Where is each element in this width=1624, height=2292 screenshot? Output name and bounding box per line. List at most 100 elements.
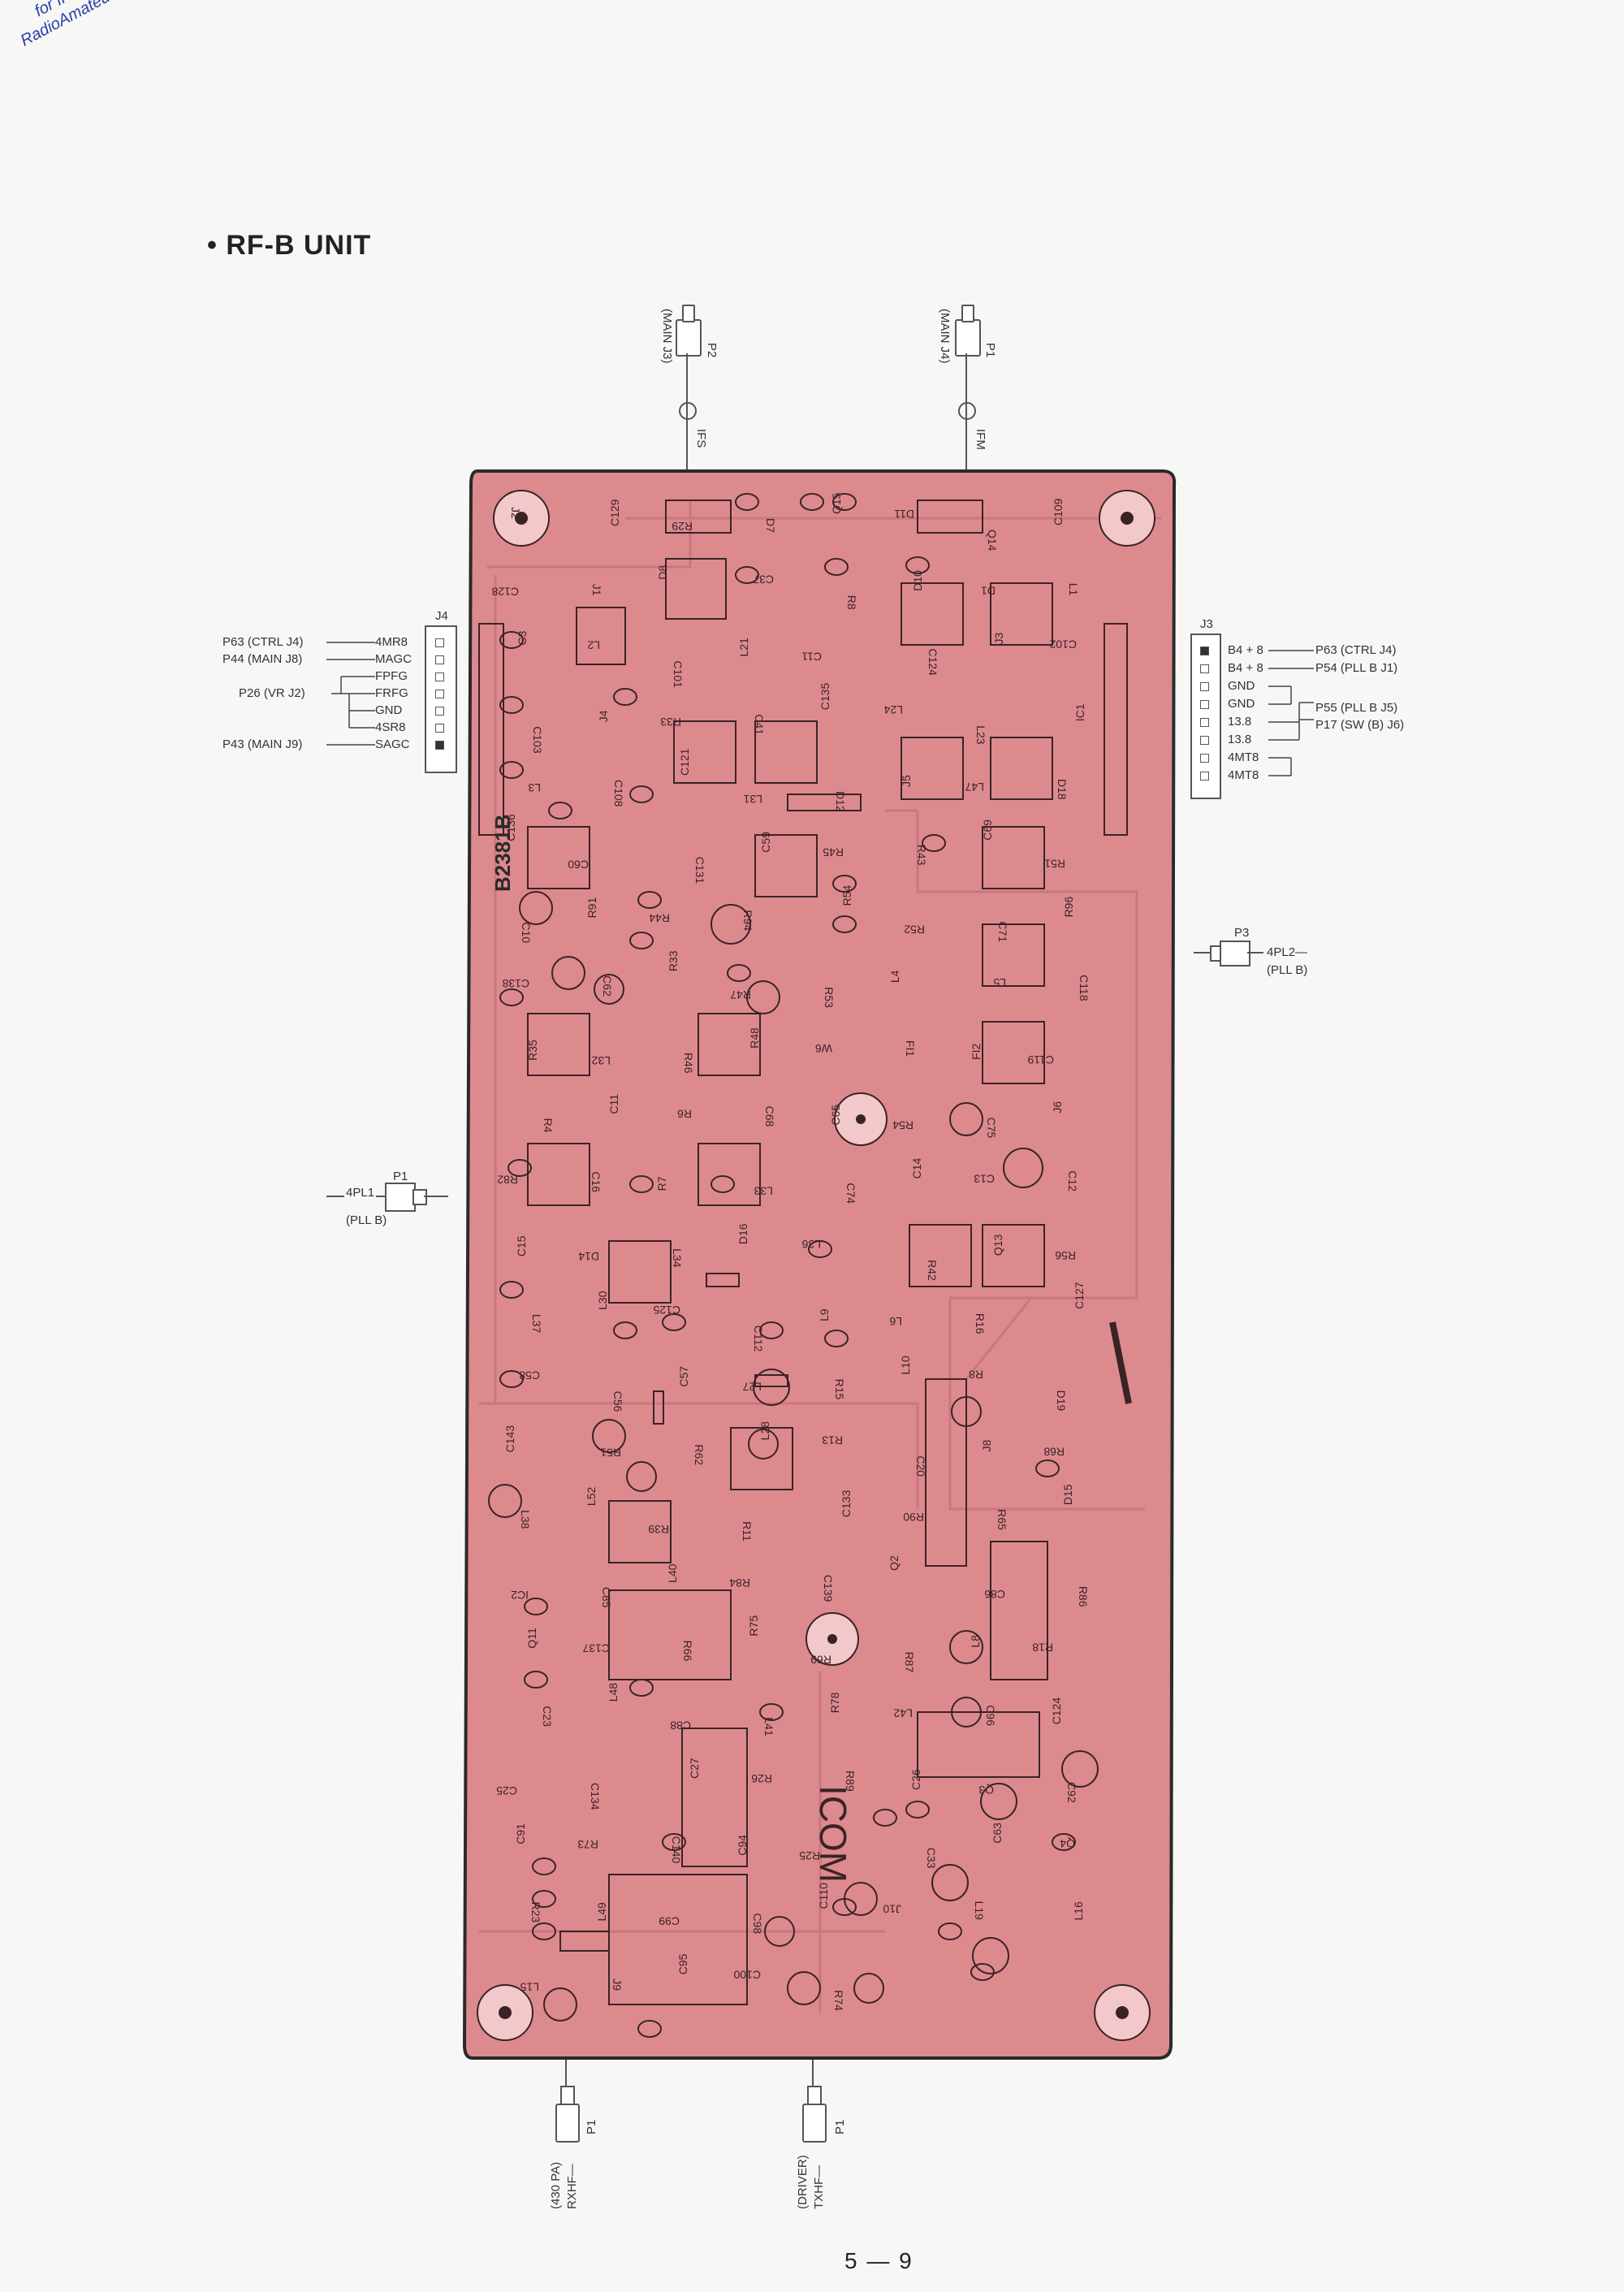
component-ref-label: L31 [743,793,762,806]
coil-can [990,1541,1048,1680]
mounting-hole-icon [834,1092,888,1146]
component-ref-label: L23 [974,725,987,745]
component-ref-label: R13 [822,1434,843,1447]
coil-can [982,923,1045,987]
component-ref-label: C65 [829,1105,842,1126]
coax-tip-icon [682,305,695,322]
component-ref-label: D18 [1056,779,1069,800]
component-ref-label: L5 [993,976,1006,989]
j4-ref-label: P26 (VR J2) [239,686,305,700]
component-ref-label: J9 [611,1978,624,1991]
j3-pin-label: B4 + 8 [1228,643,1263,657]
component-ref-label: Q4 [1060,1837,1075,1850]
component-ref-label: D14 [578,1250,599,1263]
component-ref-label: R73 [577,1838,598,1851]
component-ref-label: C134 [589,1783,602,1810]
component-ref-label: C129 [608,499,621,526]
component-ref-label: C143 [503,1425,516,1453]
left-connector-signal: 4PL1 [344,1186,377,1200]
component-ref-label: R18 [1032,1641,1053,1654]
component-ref-label: C138 [502,977,529,990]
j4-pin-label: FRFG [375,686,408,700]
top-connector-ref: P2 [705,343,719,358]
component-ref-label: C140 [670,1836,683,1864]
component-ref-label: D7 [764,518,777,533]
component-ref-label: R33 [667,950,680,971]
component-ref-label: R94 [741,910,754,931]
j3-pin-label: GND [1228,679,1255,693]
component-ref-label: R15 [833,1379,846,1400]
component-ref-label: FI2 [970,1043,983,1059]
component-ref-label: D15 [1061,1484,1074,1505]
component-ref-label: J6 [1051,1101,1064,1114]
top-connector-dest: (MAIN J4) [938,309,952,364]
component-ref-label: J8 [980,1439,993,1451]
component-ref-label: L19 [973,1901,986,1921]
coil-can [901,582,964,646]
j3-pin-label: 4MT8 [1228,768,1259,782]
component-ref-label: C75 [985,1118,998,1139]
component-ref-label: R45 [823,846,844,859]
component-ref-label: R65 [996,1509,1009,1530]
component-ref-label: C109 [1052,498,1065,525]
j3-pin-label: 13.8 [1228,715,1252,729]
component-ref-label: R29 [672,520,693,533]
component-ref-label: C59 [759,832,772,853]
coax-jack-icon [385,1183,416,1212]
pcb-outline [463,469,1177,2060]
coil-can [730,1427,793,1490]
component-ref-label: L49 [595,1902,608,1922]
component-ref-label: IC2 [511,1589,529,1602]
j4-pin-label: GND [375,703,403,717]
component-ref-label: C96 [984,1705,997,1726]
component-ref-label: C137 [582,1642,610,1655]
component-ref-label: L34 [671,1248,684,1268]
j4-ref-label: P44 (MAIN J8) [222,652,303,666]
coil-can [576,607,626,665]
component-ref-label: D1 [981,585,996,598]
component-ref-label: L47 [965,781,984,794]
pcb-traces [479,502,1161,2013]
j3-ref-label: P63 (CTRL J4) [1315,643,1397,657]
component-ref-label: R47 [730,988,751,1001]
coil-can [754,834,818,897]
component-ref-label: L41 [762,1717,775,1736]
component-ref-label: C16 [590,1171,603,1192]
watermark: for free by RadioAmateur.eu [8,0,137,50]
component-ref-label: L6 [889,1315,902,1328]
coil-can [990,737,1053,800]
coax-jack-icon [1220,941,1250,967]
component-ref-label: C13 [974,1172,995,1185]
mounting-hole-icon [1099,490,1155,547]
component-ref-label: C99 [659,1915,680,1928]
component-ref-label: C58 [519,1369,540,1382]
bottom-connector-dest: (DRIVER) [796,2155,810,2209]
component-ref-label: L33 [754,1184,773,1197]
component-ref-label: R51 [1044,858,1065,871]
j4-pin-label: 4SR8 [375,720,406,734]
coil-can [909,1224,972,1287]
component-ref-label: L10 [899,1356,912,1375]
component-ref-label: C41 [753,714,766,735]
component-ref-label: C68 [763,1106,776,1127]
component-ref-label: C12 [1066,1170,1079,1191]
component-ref-label: C86 [984,1588,1005,1601]
component-ref-label: R42 [926,1260,939,1281]
component-ref-label: C100 [733,1968,761,1981]
right-connector-ref: P3 [1234,926,1250,940]
coax-plug-icon [676,319,702,357]
component-ref-label: R44 [649,911,670,924]
component-ref-label: C103 [531,726,544,754]
component-ref-label: L1 [1067,583,1080,596]
j3-pin-label: 13.8 [1228,733,1252,746]
mounting-hole-icon [493,490,550,547]
component-ref-label: L21 [737,638,750,657]
component-ref-label: C94 [736,1835,749,1856]
component-ref-label: L3 [528,781,541,794]
component-ref-label: C10 [520,922,533,943]
component-ref-label: R68 [1043,1445,1065,1458]
component-ref-label: R23 [529,1902,542,1923]
component-ref-label: R69 [810,1654,831,1667]
mounting-hole-icon [806,1612,859,1666]
